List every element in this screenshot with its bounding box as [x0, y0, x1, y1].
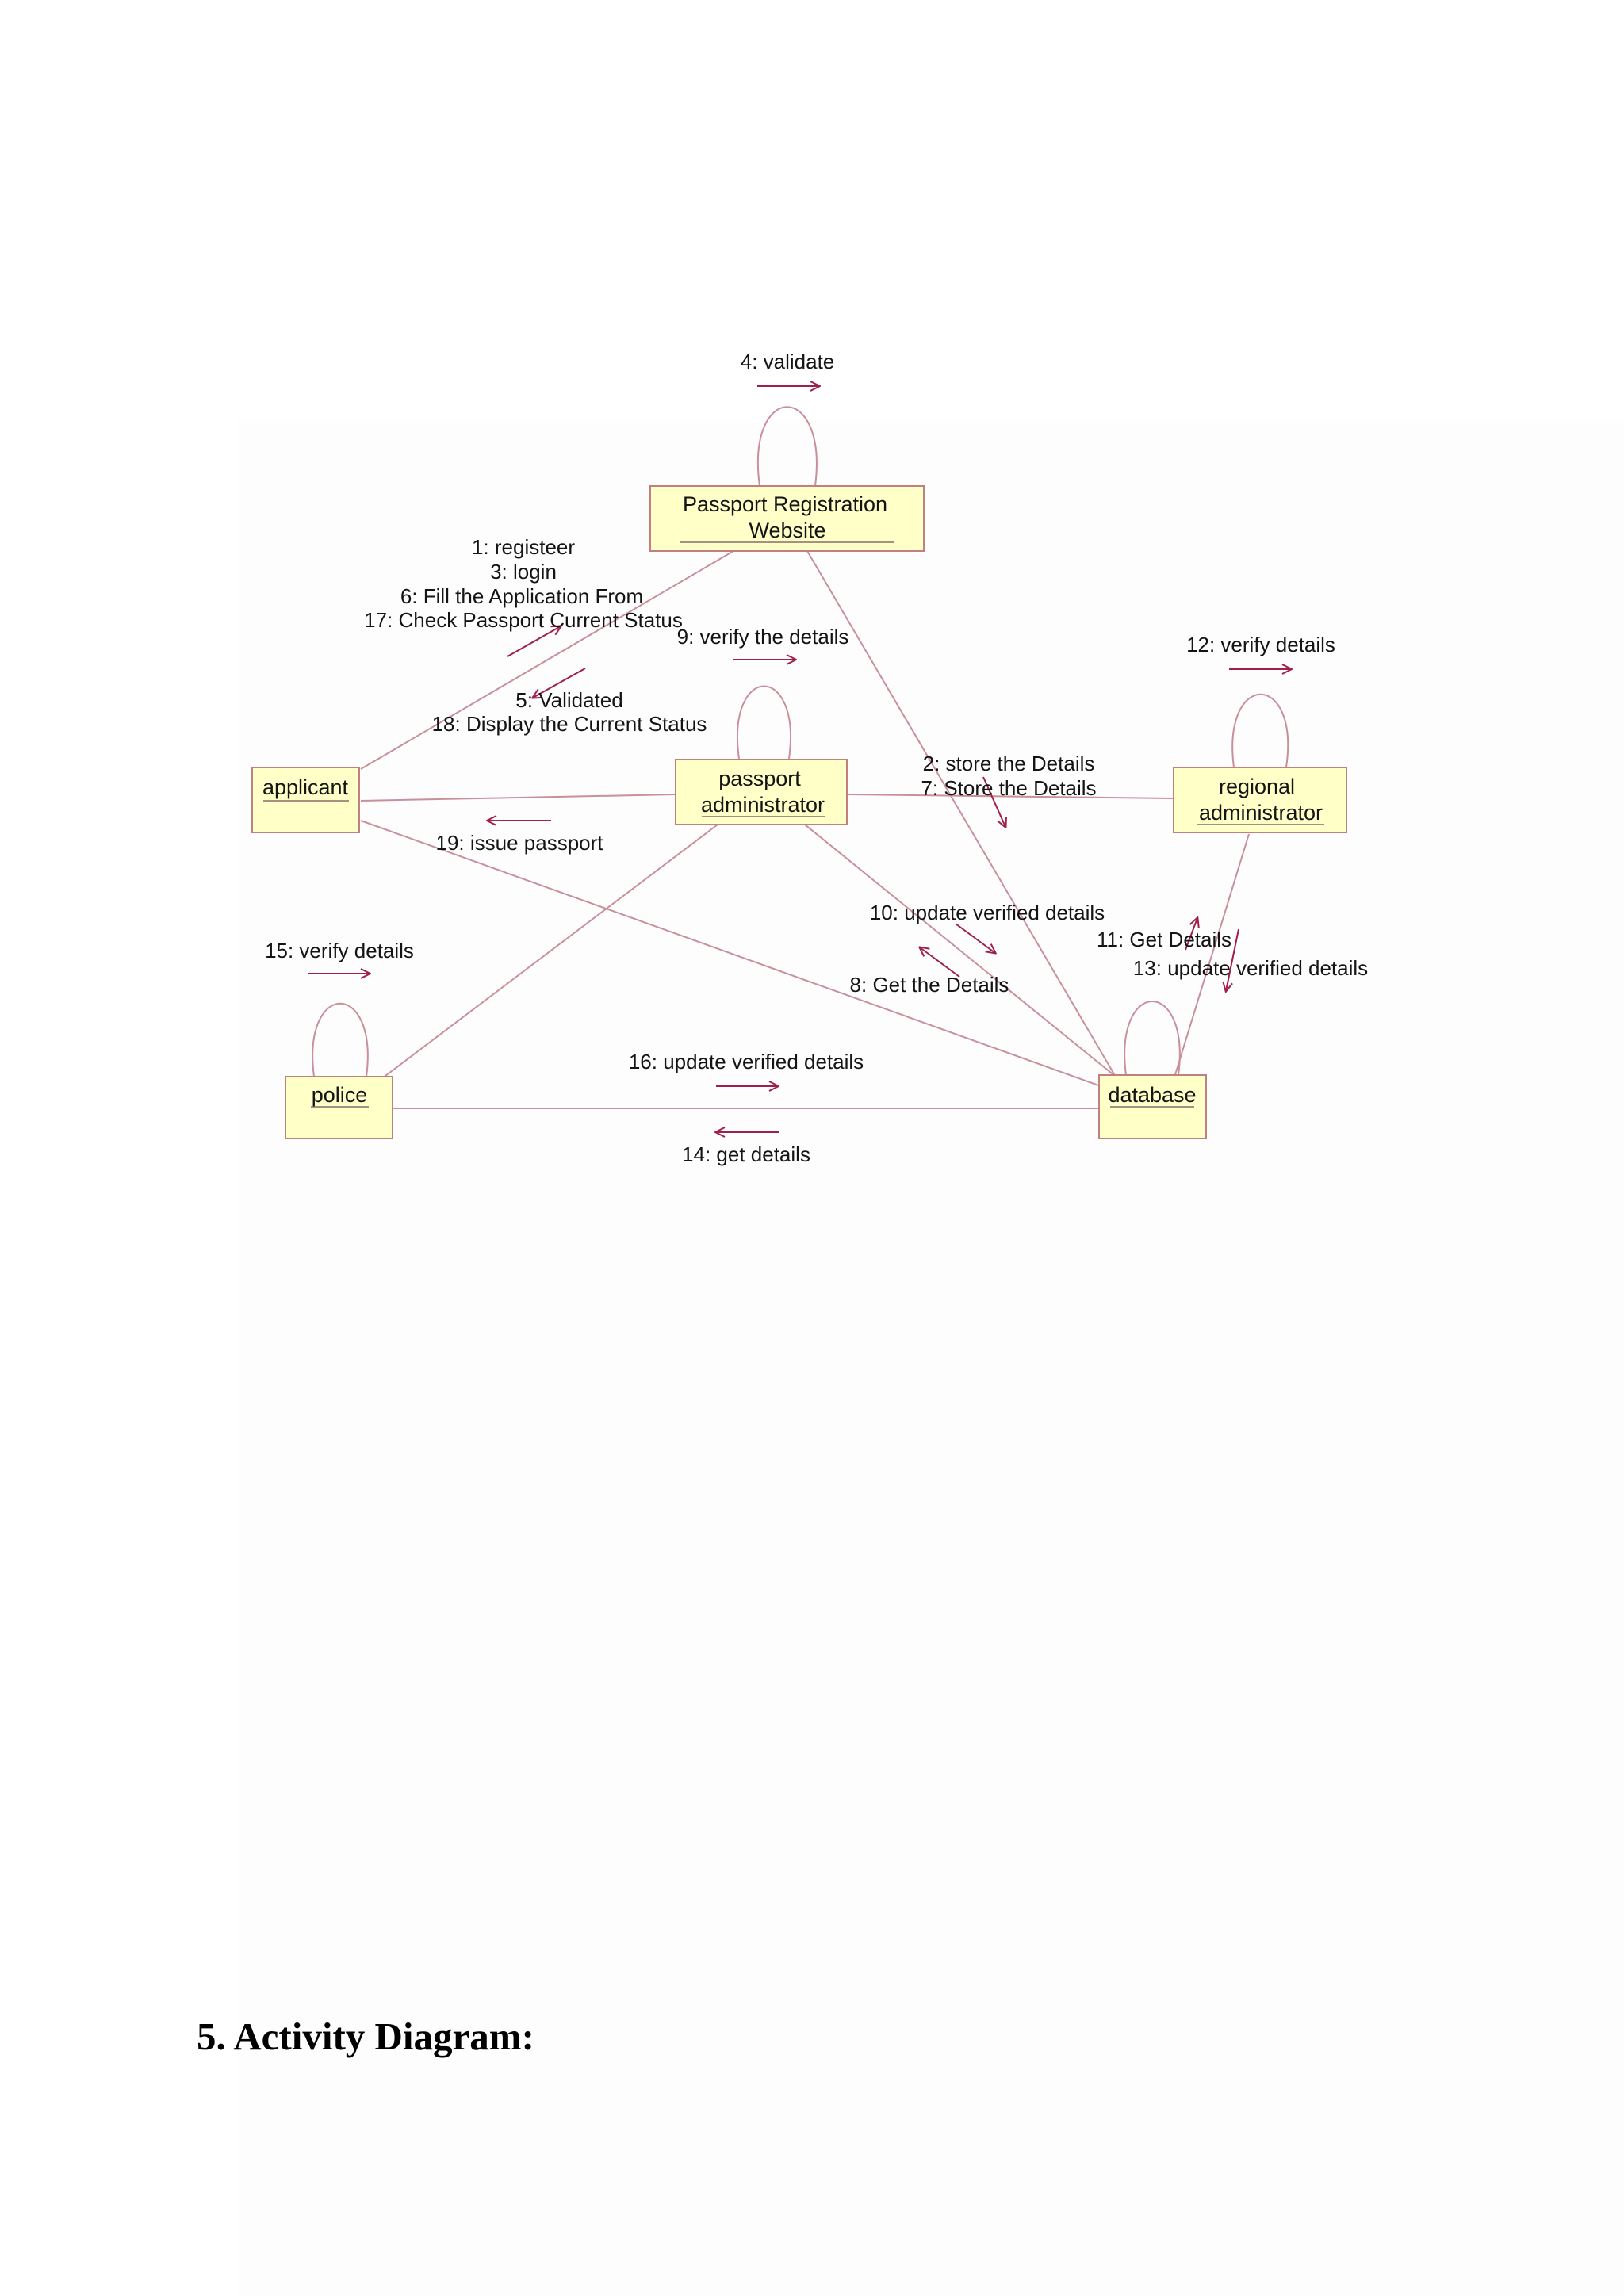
message-arrows — [308, 386, 1291, 1132]
applicant-name: applicant — [262, 775, 349, 799]
msg-store-details: 2: store the Details — [923, 752, 1095, 775]
arrow-update-verified-13 — [1226, 928, 1239, 991]
object-police: police — [285, 1076, 393, 1139]
msg-verify-the-details: 9: verify the details — [677, 625, 849, 649]
link-regional-admin-database — [1173, 833, 1250, 1081]
self-loop-regional-admin — [1231, 694, 1289, 768]
msg-update-verified-13: 13: update verified details — [1133, 956, 1368, 980]
object-applicant: applicant — [251, 767, 360, 833]
police-name: police — [312, 1083, 368, 1107]
link-passport-admin-police — [381, 824, 718, 1079]
link-applicant-website — [360, 550, 734, 770]
msg-get-the-details-8: 8: Get the Details — [850, 973, 1009, 997]
links — [360, 550, 1250, 1109]
msg-registeer: 1: registeer — [472, 535, 575, 559]
arrow-store-details — [982, 776, 1005, 827]
regional-admin-name-line2: administrator — [1199, 801, 1323, 825]
object-website: Passport Registration Website — [649, 485, 925, 552]
msg-check-status: 17: Check Passport Current Status — [364, 608, 683, 632]
link-passport-admin-regional-admin — [846, 794, 1174, 799]
passport-admin-name-line1: passport — [718, 767, 801, 790]
arrow-register-login — [507, 626, 561, 657]
message-labels: 4: validate 1: registeer 3: login 6: Fil… — [265, 350, 1368, 1166]
page-background-tint — [238, 420, 1624, 2296]
self-loop-database — [1124, 1001, 1181, 1076]
self-loop-police — [312, 1003, 369, 1077]
website-name-line2: Website — [749, 519, 825, 542]
msg-validate: 4: validate — [741, 350, 835, 373]
regional-admin-name-line1: regional — [1219, 775, 1295, 798]
msg-verify-details-regional: 12: verify details — [1186, 633, 1335, 656]
link-passport-admin-database — [804, 824, 1120, 1081]
section-heading: 5. Activity Diagram: — [197, 2015, 534, 2058]
arrow-get-the-details-8 — [920, 947, 960, 978]
msg-issue-passport: 19: issue passport — [435, 831, 603, 855]
msg-verify-details-police: 15: verify details — [265, 939, 414, 962]
msg-get-details-14: 14: get details — [682, 1142, 810, 1166]
link-website-database — [806, 550, 1117, 1079]
arrow-update-verified-10 — [955, 923, 995, 953]
self-loop-passport-admin — [737, 685, 791, 760]
link-applicant-passport-admin — [360, 794, 676, 802]
msg-update-verified-10: 10: update verified details — [870, 901, 1105, 924]
passport-admin-name-line2: administrator — [701, 793, 825, 817]
self-loop-website — [757, 406, 818, 487]
object-passport-administrator: passport administrator — [675, 759, 848, 825]
msg-login: 3: login — [490, 560, 557, 584]
object-database: database — [1098, 1074, 1207, 1139]
msg-update-verified-16: 16: update verified details — [629, 1050, 864, 1073]
msg-fill-application: 6: Fill the Application From — [400, 584, 643, 608]
msg-store-details-2: 7: Store the Details — [921, 776, 1096, 800]
database-name: database — [1108, 1083, 1196, 1107]
arrow-validated-status — [533, 668, 586, 698]
self-loops — [312, 406, 1289, 1077]
msg-display-status: 18: Display the Current Status — [432, 712, 707, 736]
object-regional-administrator: regional administrator — [1173, 767, 1347, 833]
website-name-line1: Passport Registration — [683, 492, 887, 516]
link-applicant-database — [360, 820, 1113, 1091]
msg-validated: 5: Validated — [515, 688, 622, 712]
arrow-get-details-11 — [1185, 918, 1197, 951]
msg-get-details-11: 11: Get Details — [1097, 928, 1231, 951]
